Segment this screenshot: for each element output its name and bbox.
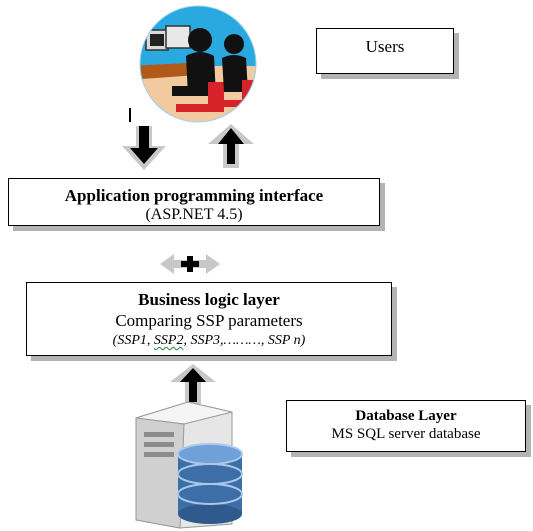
business-line2: Comparing SSP parameters	[115, 311, 303, 330]
business-title: Business logic layer	[138, 290, 280, 309]
params-pre: (SSP1,	[112, 333, 154, 348]
database-subtitle: MS SQL server database	[331, 426, 481, 442]
cursor-mark	[129, 108, 131, 122]
users-label: Users	[365, 37, 405, 56]
users-box: Users	[316, 28, 454, 74]
up-arrow-icon	[208, 124, 254, 168]
database-title: Database Layer	[355, 408, 457, 424]
database-box: Database Layer MS SQL server database	[286, 400, 526, 452]
bidirectional-arrow-icon	[160, 254, 220, 274]
api-title: Application programming interface	[64, 186, 324, 205]
api-subtitle: (ASP.NET 4.5)	[145, 206, 243, 223]
db-up-arrow-icon	[170, 364, 216, 404]
server-database-icon	[135, 401, 243, 529]
down-arrow-icon	[122, 126, 166, 170]
users-at-computers-icon	[139, 5, 257, 123]
params-post: , SSP3,………, SSP n)	[183, 333, 306, 348]
api-box: Application programming interface (ASP.N…	[8, 178, 380, 226]
params-ssp2: SSP2	[153, 333, 184, 348]
business-logic-box: Business logic layer Comparing SSP param…	[26, 282, 392, 356]
business-params: (SSP1, SSP2, SSP3,………, SSP n)	[27, 332, 391, 350]
